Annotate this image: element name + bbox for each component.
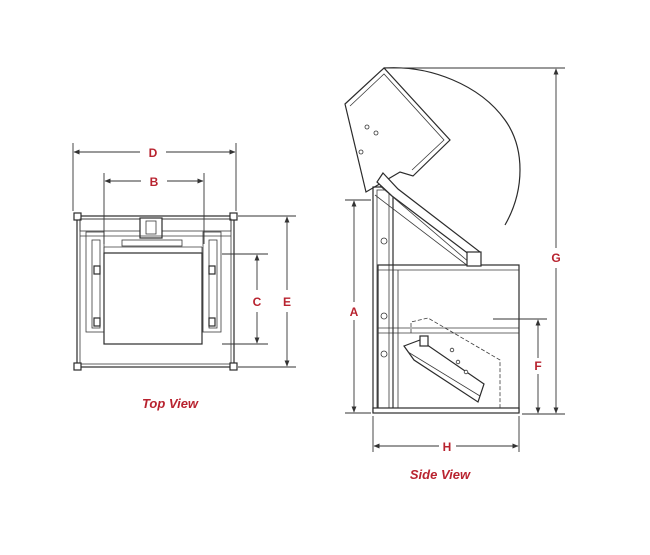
dimension-c-label: C xyxy=(253,295,262,309)
tipped-hopper xyxy=(344,67,451,193)
dimension-e-label: E xyxy=(283,295,291,309)
dimension-b-label: B xyxy=(150,175,159,189)
top-view-caption: Top View xyxy=(142,396,199,411)
swing-arc xyxy=(383,67,521,226)
dimension-f: F xyxy=(493,318,547,414)
side-frame xyxy=(372,172,520,414)
dimension-f-label: F xyxy=(534,359,541,373)
side-view: G F A H Side View xyxy=(344,67,565,482)
top-view-frame xyxy=(73,212,238,371)
lower-bin xyxy=(403,317,501,408)
top-view: D B C E Top View xyxy=(72,143,296,411)
dimension-g-label: G xyxy=(551,251,560,265)
dimension-d-label: D xyxy=(149,146,158,160)
dimension-h-label: H xyxy=(443,440,452,454)
dimension-g: G xyxy=(386,67,565,415)
side-view-caption: Side View xyxy=(410,467,471,482)
dimension-a: A xyxy=(345,199,371,414)
dimension-c: C xyxy=(222,253,268,345)
dimension-a-label: A xyxy=(350,305,359,319)
dimension-d: D xyxy=(72,143,237,211)
dimension-b: B xyxy=(103,173,205,244)
dimension-e: E xyxy=(238,215,296,368)
dimension-h: H xyxy=(372,416,520,454)
